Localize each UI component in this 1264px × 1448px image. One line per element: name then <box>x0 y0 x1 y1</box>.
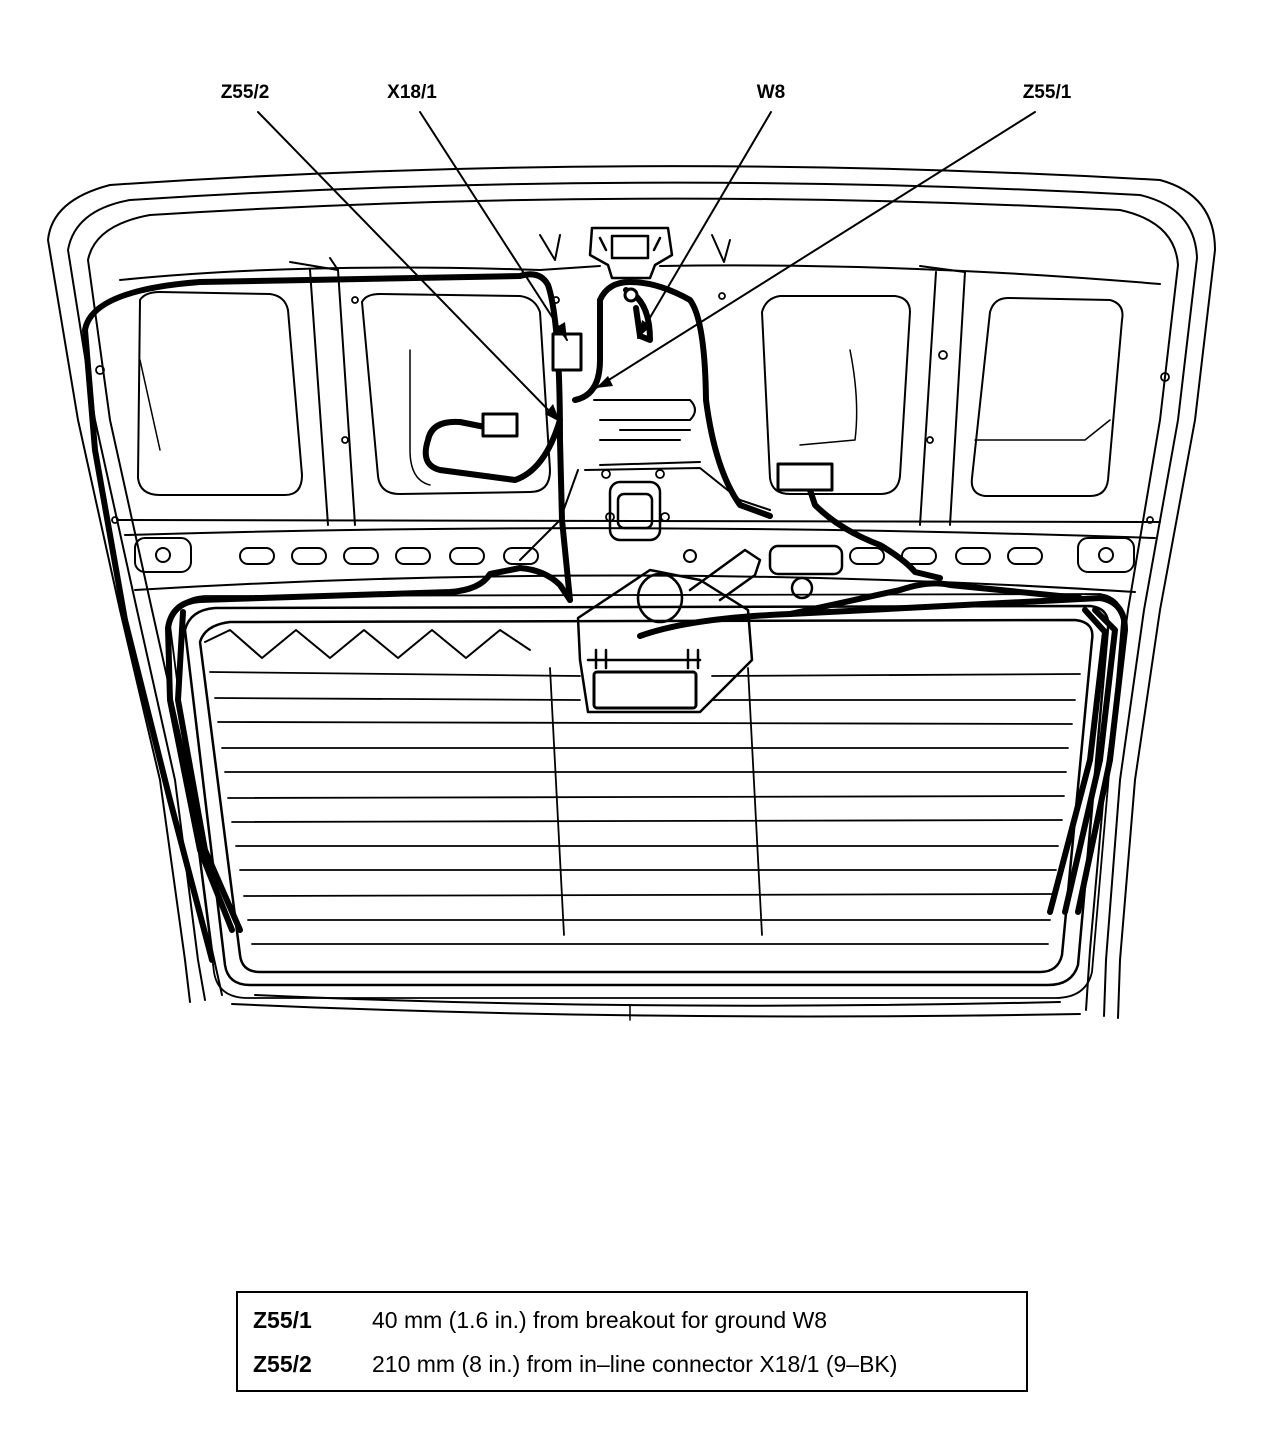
center-module <box>608 480 662 542</box>
brake-light-housing <box>588 226 674 280</box>
leader-arrowheads <box>545 320 651 422</box>
tailgate-wiring-diagram <box>47 111 1216 1021</box>
legend-box: Z55/1 40 mm (1.6 in.) from breakout for … <box>236 1291 1028 1392</box>
lid-outline <box>47 165 1216 1021</box>
heater-grid-lines <box>209 667 1081 945</box>
callout-z55-1: Z55/1 <box>1022 82 1072 103</box>
oval-slots <box>134 537 1135 573</box>
fastener-dots <box>95 292 1170 524</box>
leader-lines <box>257 111 1036 423</box>
legend-description: 40 mm (1.6 in.) from breakout for ground… <box>372 1307 828 1333</box>
legend-description: 210 mm (8 in.) from in–line connector X1… <box>372 1351 898 1377</box>
callout-x18-1: X18/1 <box>387 82 437 103</box>
wiring-harness <box>82 271 1128 963</box>
connectors <box>481 287 834 492</box>
callout-z55-2: Z55/2 <box>220 82 270 103</box>
connector-left <box>481 412 519 438</box>
connector-right <box>776 462 834 492</box>
upper-openings <box>137 291 1124 497</box>
wiper-motor <box>576 544 844 714</box>
legend-code: Z55/2 <box>253 1351 312 1377</box>
defroster-zigzag <box>204 629 531 659</box>
inner-frame <box>117 234 1161 593</box>
callout-w8: W8 <box>756 82 786 103</box>
legend-code: Z55/1 <box>253 1307 312 1333</box>
